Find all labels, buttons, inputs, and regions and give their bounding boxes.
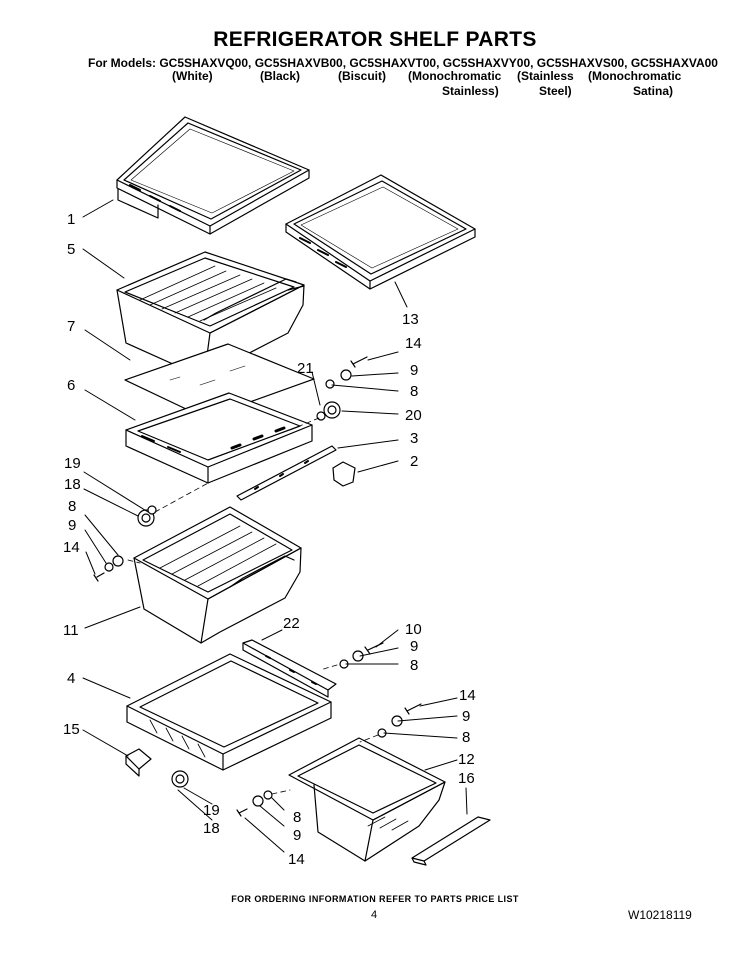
callout-9: 9 bbox=[410, 362, 418, 379]
callout-5: 5 bbox=[67, 241, 75, 258]
finish-mono-satina-2: Satina) bbox=[633, 84, 674, 98]
callout-3: 3 bbox=[410, 430, 418, 447]
page-title: REFRIGERATOR SHELF PARTS bbox=[213, 28, 537, 51]
callout-20: 20 bbox=[405, 407, 422, 424]
callout-1: 1 bbox=[67, 211, 75, 228]
callout-8: 8 bbox=[410, 383, 418, 400]
callout-12: 12 bbox=[458, 751, 475, 768]
hardware-upper-left bbox=[93, 505, 157, 582]
hardware-lower-right bbox=[377, 703, 422, 738]
part-12-deli-drawer bbox=[288, 737, 446, 862]
part-2-bracket bbox=[332, 461, 356, 487]
callout-8: 8 bbox=[293, 809, 301, 826]
callout-18: 18 bbox=[203, 820, 220, 837]
callout-6: 6 bbox=[67, 377, 75, 394]
finish-biscuit: (Biscuit) bbox=[338, 69, 386, 83]
callout-22: 22 bbox=[283, 615, 300, 632]
callout-10: 10 bbox=[405, 621, 422, 638]
part-16-handle-trim bbox=[411, 816, 491, 866]
part-1-glass-shelf bbox=[116, 116, 310, 235]
finish-stainless-2: Steel) bbox=[539, 84, 572, 98]
page-number: 4 bbox=[371, 909, 378, 921]
part-13-glass-shelf bbox=[285, 174, 476, 290]
finish-mono-stainless-2: Stainless) bbox=[442, 84, 499, 98]
finish-white: (White) bbox=[172, 69, 213, 83]
hardware-upper-right bbox=[316, 356, 368, 421]
part-22-slide-rail bbox=[242, 639, 337, 698]
callout-16: 16 bbox=[458, 770, 475, 787]
callout-7: 7 bbox=[67, 318, 75, 335]
callout-2: 2 bbox=[410, 453, 418, 470]
callout-15: 15 bbox=[63, 721, 80, 738]
hardware-middle-right bbox=[339, 642, 384, 669]
part-3-rail bbox=[236, 445, 337, 501]
callout-9: 9 bbox=[293, 827, 301, 844]
models-line: For Models: GC5SHAXVQ00, GC5SHAXVB00, GC… bbox=[88, 56, 718, 70]
document-number: W10218119 bbox=[628, 908, 692, 922]
part-6-crisper-cover bbox=[125, 392, 313, 484]
finish-black: (Black) bbox=[260, 69, 301, 83]
callout-8: 8 bbox=[462, 729, 470, 746]
part-15-clip bbox=[125, 748, 152, 777]
callout-14: 14 bbox=[288, 851, 305, 868]
part-11-crisper-drawer bbox=[133, 506, 302, 644]
callout-14: 14 bbox=[63, 539, 80, 556]
alignment-lines bbox=[127, 417, 379, 795]
callout-8: 8 bbox=[68, 498, 76, 515]
callout-21: 21 bbox=[297, 360, 314, 377]
callout-14: 14 bbox=[405, 335, 422, 352]
callout-11: 11 bbox=[63, 622, 79, 639]
callout-8: 8 bbox=[410, 657, 418, 674]
callout-19: 19 bbox=[64, 455, 81, 472]
callout-9: 9 bbox=[462, 708, 470, 725]
callout-9: 9 bbox=[68, 517, 76, 534]
callout-4: 4 bbox=[67, 670, 75, 687]
callout-9: 9 bbox=[410, 638, 418, 655]
callout-18: 18 bbox=[64, 476, 81, 493]
callout-19: 19 bbox=[203, 802, 220, 819]
callout-14: 14 bbox=[459, 687, 476, 704]
finish-stainless-1: (Stainless bbox=[517, 69, 574, 83]
callout-leaders bbox=[82, 199, 468, 853]
part-4-shelf-frame bbox=[126, 653, 332, 771]
callout-13: 13 bbox=[402, 311, 419, 328]
finish-mono-stainless-1: (Monochromatic bbox=[408, 69, 502, 83]
ordering-note: FOR ORDERING INFORMATION REFER TO PARTS … bbox=[231, 894, 519, 904]
finish-mono-satina-1: (Monochromatic bbox=[588, 69, 682, 83]
hardware-lower-left bbox=[171, 770, 273, 817]
